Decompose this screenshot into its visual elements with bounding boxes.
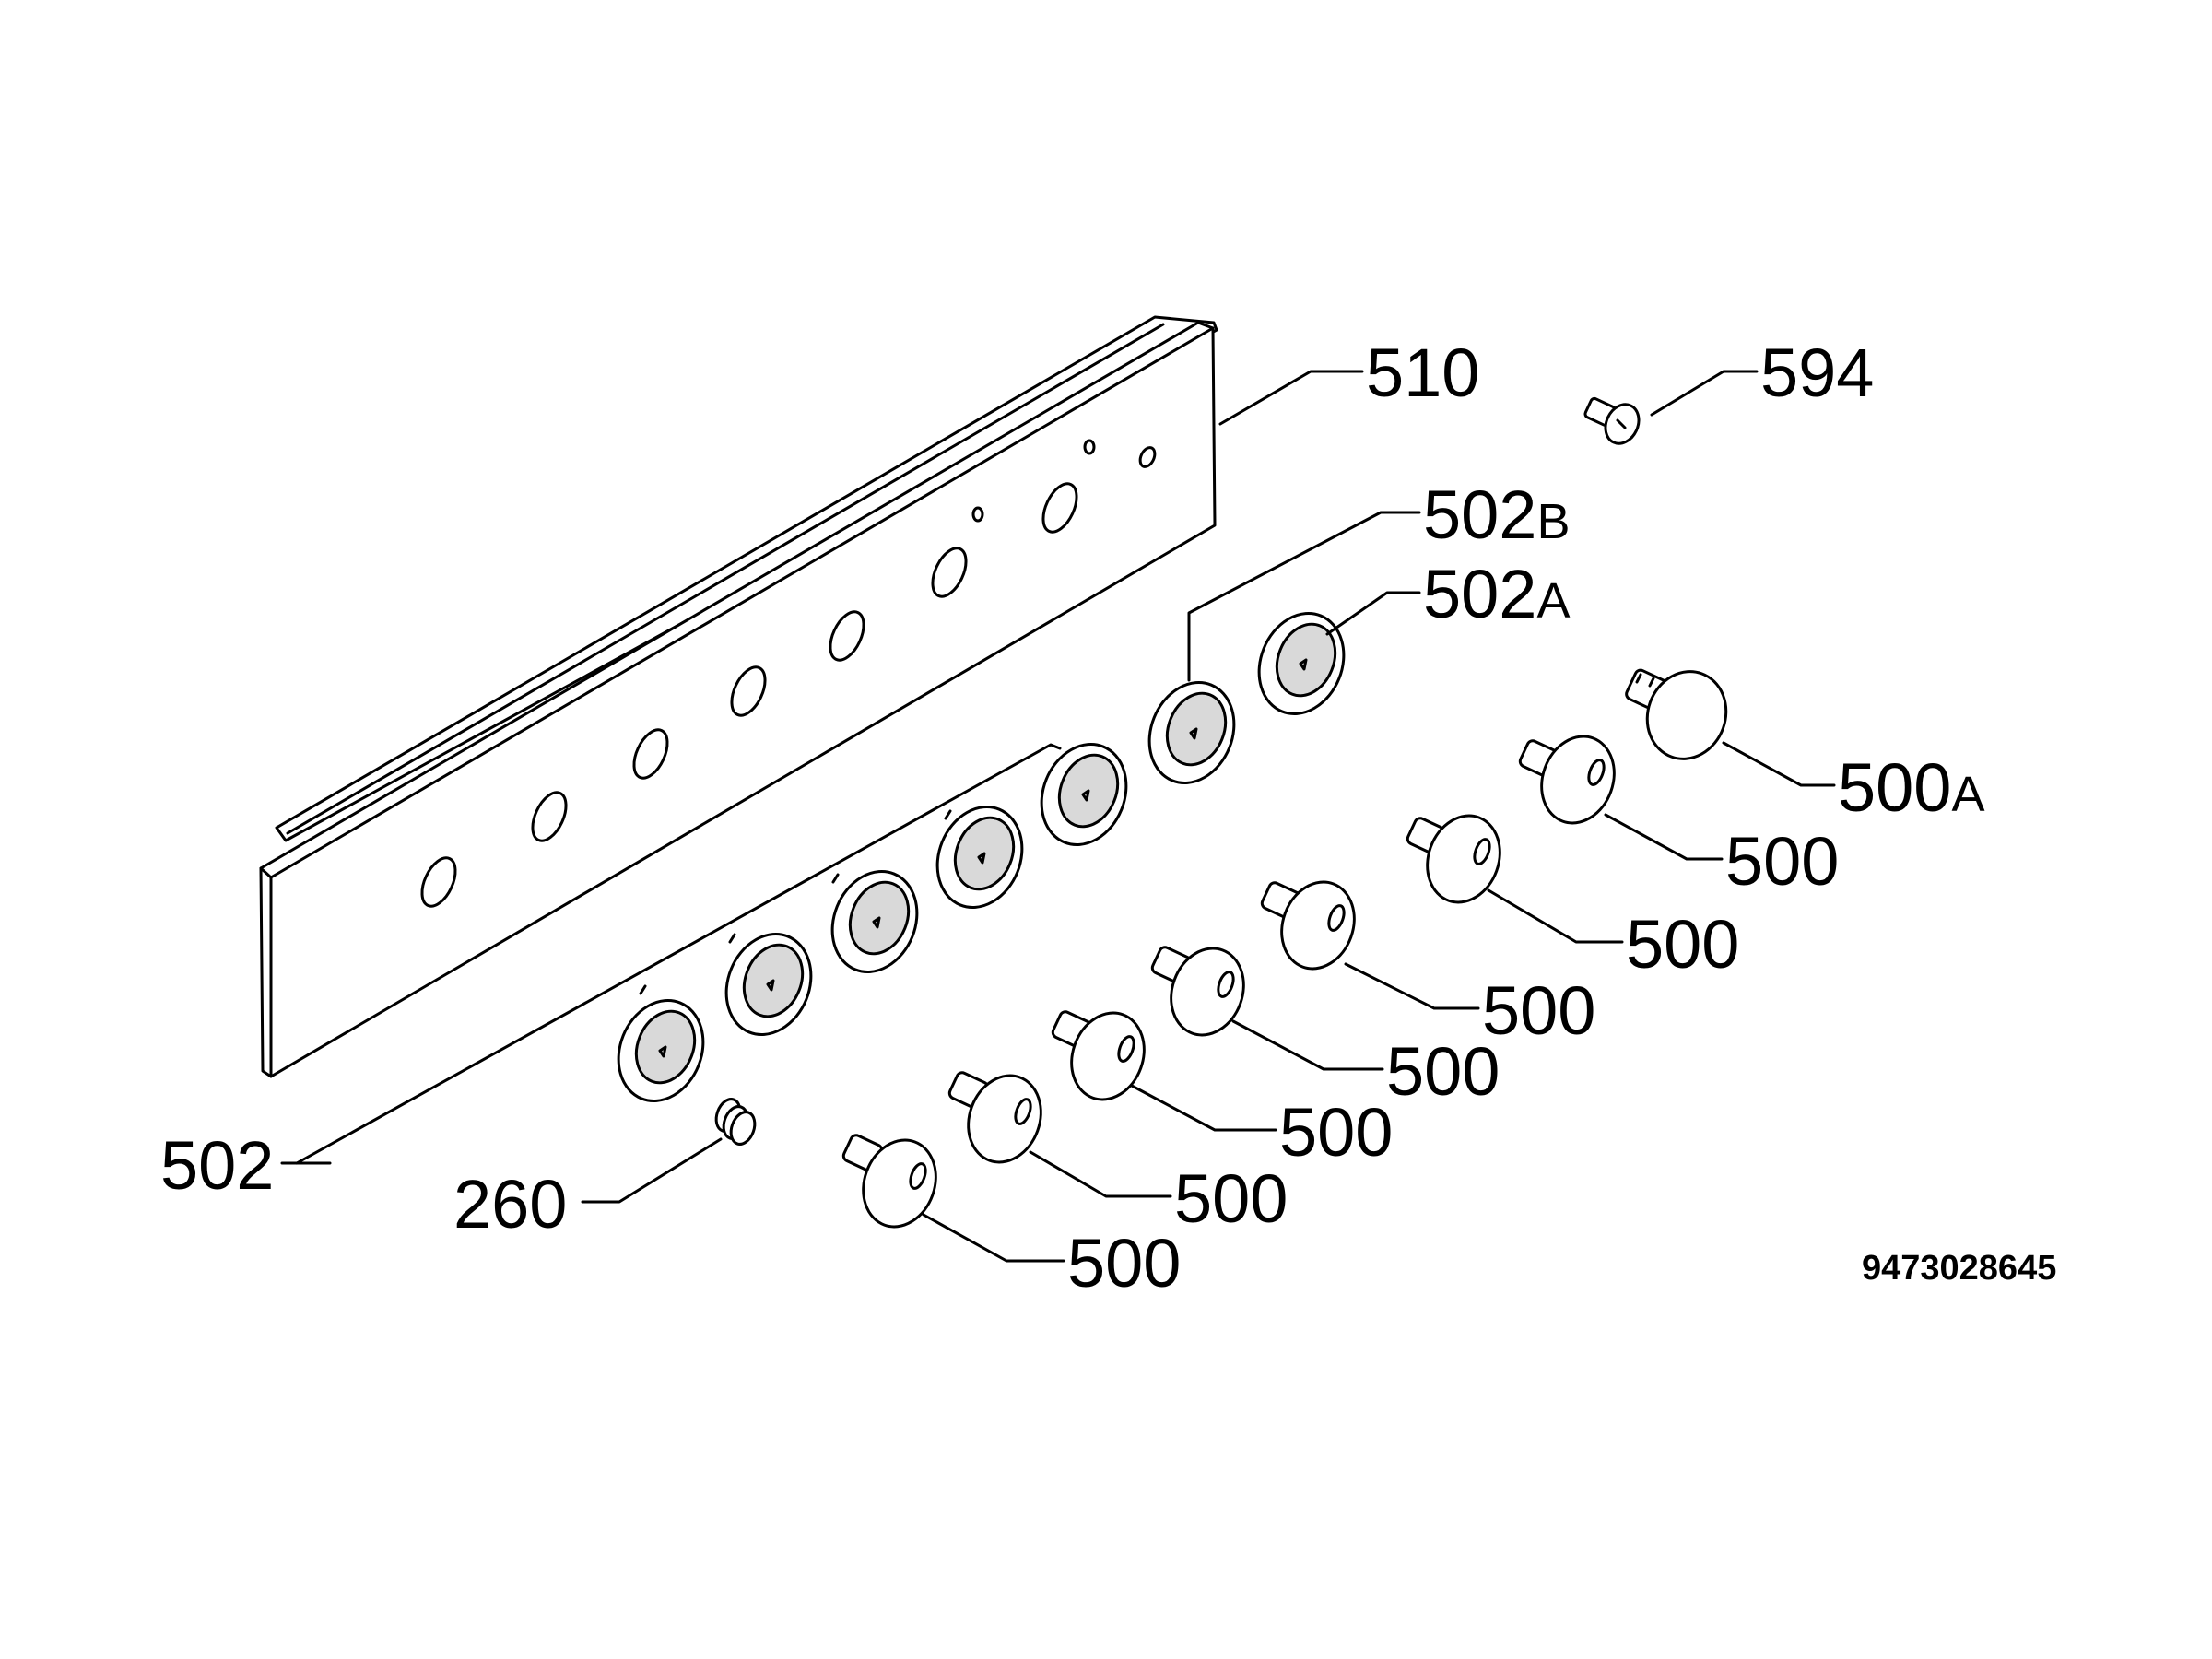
bezel-502b <box>1147 681 1236 784</box>
callout-500-6: 500 <box>1626 906 1739 982</box>
callout-500a: 500A <box>1838 749 1985 826</box>
bezel-group-502 <box>295 612 1346 1165</box>
panel-holes <box>420 439 1157 908</box>
callout-594: 594 <box>1760 335 1874 411</box>
knob-500-4 <box>1150 946 1245 1037</box>
document-number: 9473028645 <box>1862 1249 2056 1288</box>
callout-500-1: 500 <box>1067 1225 1181 1301</box>
bezel-502-3 <box>830 870 919 973</box>
bezel-502-1 <box>617 999 705 1102</box>
bezel-502-5 <box>1040 743 1128 846</box>
callout-500-7: 500 <box>1725 823 1839 900</box>
leader-lines <box>280 370 1836 1263</box>
screw-594 <box>1583 396 1641 445</box>
knob-500-7 <box>1518 735 1616 825</box>
spring-260 <box>714 1098 757 1146</box>
callout-500-3: 500 <box>1279 1094 1393 1171</box>
control-panel-510 <box>259 315 1218 1078</box>
callout-500-5: 500 <box>1482 972 1595 1049</box>
callout-labels: 510 594 502B 502A 500A 500 500 500 500 5… <box>160 335 1985 1301</box>
knob-500-2 <box>947 1071 1042 1164</box>
knob-500-5 <box>1260 880 1356 971</box>
callout-502b: 502B <box>1423 477 1571 553</box>
bezel-502-2 <box>724 933 813 1036</box>
knob-500a <box>1625 668 1728 760</box>
callout-502: 502 <box>160 1127 274 1204</box>
callout-510: 510 <box>1366 335 1479 411</box>
bezel-502a <box>1257 612 1346 715</box>
knob-500-6 <box>1406 814 1501 904</box>
knob-500-3 <box>1051 1010 1146 1101</box>
callout-500-4: 500 <box>1386 1033 1500 1110</box>
bezel-502-4 <box>935 806 1024 909</box>
callout-260: 260 <box>453 1166 567 1242</box>
knob-500-1 <box>841 1134 937 1229</box>
callout-502a: 502A <box>1423 556 1571 632</box>
callout-500-2: 500 <box>1174 1160 1288 1237</box>
